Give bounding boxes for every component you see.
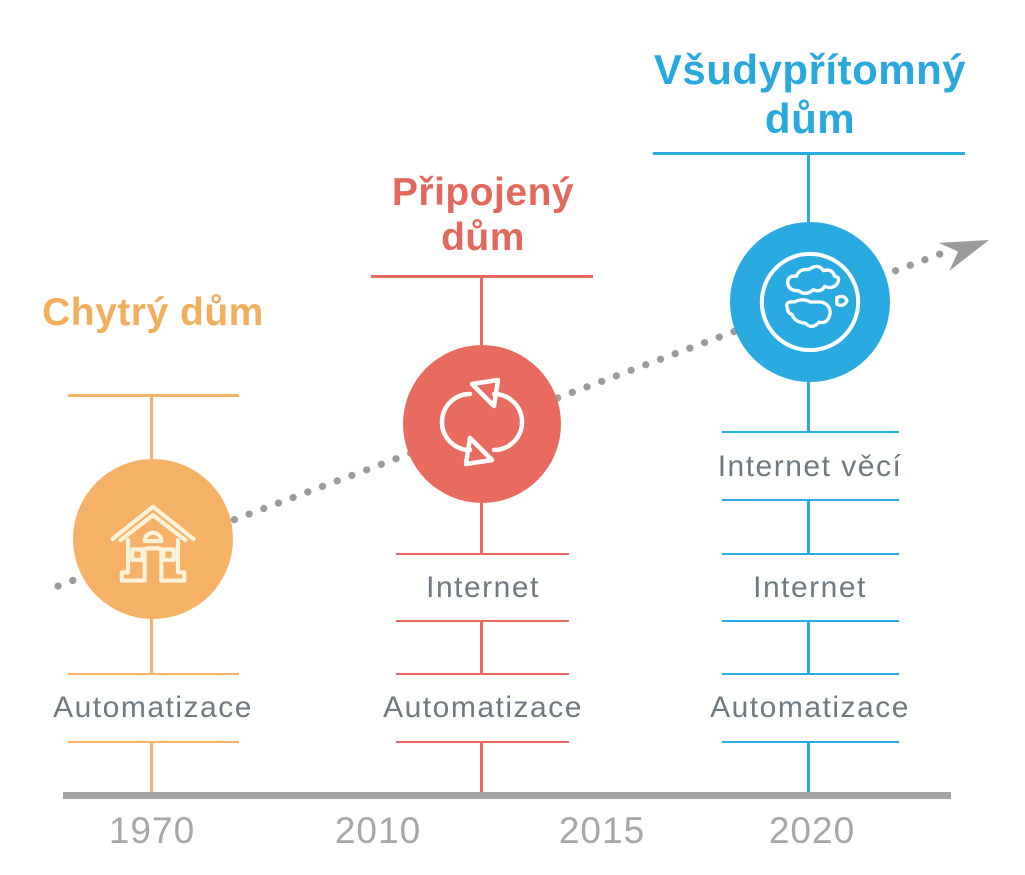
bracket-line: [371, 275, 593, 278]
stage-circle-connected-home: [403, 345, 561, 503]
year-label-2015: 2015: [558, 810, 646, 851]
rung-line: [396, 741, 569, 743]
bracket-line: [653, 152, 965, 155]
timeline-axis: [63, 792, 951, 799]
rung-line: [68, 673, 239, 675]
rung-line: [722, 673, 899, 675]
rung-line: [722, 499, 899, 501]
connector-line: [480, 743, 483, 795]
rung-line: [722, 431, 899, 433]
rung-line: [396, 620, 569, 622]
connector-line: [480, 622, 483, 674]
connector-line: [807, 743, 810, 795]
connector-line: [807, 501, 810, 554]
feature-label: Internet: [426, 571, 540, 604]
connector-line: [807, 154, 810, 222]
feature-label: Internet: [753, 571, 867, 604]
stage-title-connected-home: Připojený dům: [391, 171, 575, 260]
rung-line: [68, 741, 239, 743]
trend-arrowhead-icon: [938, 240, 989, 271]
bracket-line: [68, 394, 239, 397]
rung-line: [722, 620, 899, 622]
stage-circle-smart-home: [73, 459, 233, 619]
year-label-2010: 2010: [334, 810, 422, 851]
connector-line: [150, 743, 153, 795]
connector-line: [807, 622, 810, 674]
rung-line: [396, 673, 569, 675]
stage-title-smart-home: Chytrý dům: [42, 291, 264, 334]
feature-label: Automatizace: [383, 691, 583, 724]
connector-line: [807, 380, 810, 432]
connector-line: [150, 617, 153, 675]
year-label-1970: 1970: [108, 810, 196, 851]
stage-title-ubiquitous-home: Všudypřítomný dům: [653, 46, 967, 142]
house-icon: [110, 504, 196, 583]
year-label-2020: 2020: [768, 810, 856, 851]
stage-circle-ubiquitous-home: [730, 222, 890, 382]
feature-label: Automatizace: [53, 691, 253, 724]
connector-line: [480, 503, 483, 554]
feature-label: Internet věcí: [717, 450, 903, 483]
rung-line: [396, 553, 569, 555]
rung-line: [722, 553, 899, 555]
sync-icon: [439, 377, 525, 467]
feature-label: Automatizace: [710, 691, 910, 724]
connector-line: [480, 277, 483, 345]
globe-icon: [759, 251, 861, 353]
connector-line: [150, 396, 153, 459]
rung-line: [722, 741, 899, 743]
